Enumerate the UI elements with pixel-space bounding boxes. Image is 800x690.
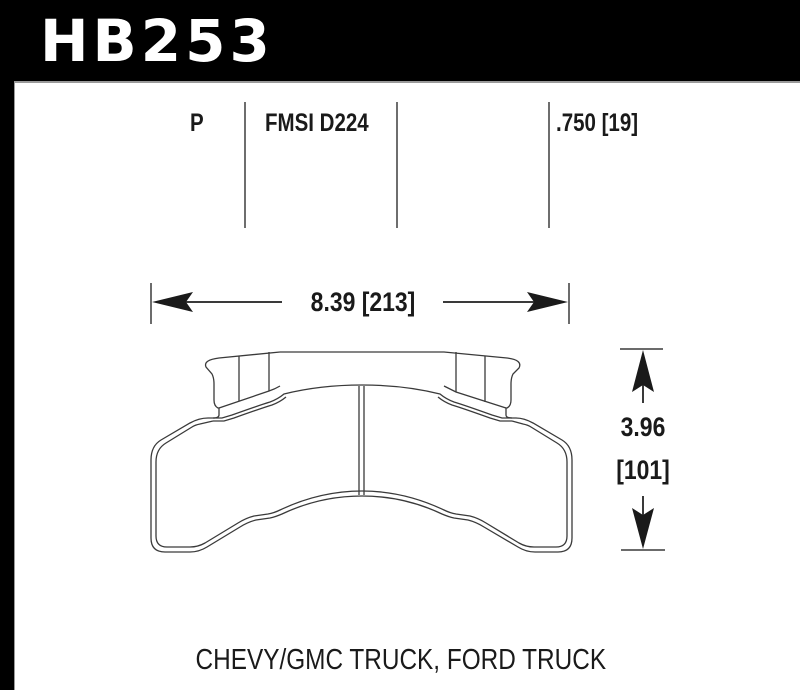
width-dimension-label: 8.39 [213] bbox=[310, 287, 416, 317]
width-dimension-line bbox=[150, 283, 570, 324]
left-frame-band bbox=[0, 0, 14, 690]
header-rule bbox=[14, 81, 800, 83]
arrow-up-icon bbox=[632, 350, 654, 392]
arrow-left-icon bbox=[152, 292, 193, 312]
part-number-title: HB253 bbox=[40, 7, 274, 75]
spec-divider-3 bbox=[548, 102, 550, 228]
vehicle-application: CHEVY/GMC TRUCK, FORD TRUCK bbox=[195, 644, 607, 676]
height-dimension-line bbox=[620, 348, 665, 551]
friction-pad-outline bbox=[150, 384, 573, 553]
height-dimension-mm: [101] bbox=[616, 455, 670, 485]
pad-thickness: .750 [19] bbox=[556, 109, 639, 137]
fmsi-number: FMSI D224 bbox=[265, 109, 369, 137]
spec-divider-1 bbox=[244, 102, 246, 228]
compound-code: P bbox=[190, 109, 204, 137]
left-frame-rule bbox=[14, 81, 15, 690]
arrow-right-icon bbox=[527, 292, 568, 312]
arrow-down-icon bbox=[632, 508, 654, 549]
backing-plate-outline bbox=[204, 351, 521, 419]
header-band bbox=[0, 0, 800, 81]
height-dimension-inches: 3.96 bbox=[620, 412, 666, 442]
spec-divider-2 bbox=[396, 102, 398, 228]
